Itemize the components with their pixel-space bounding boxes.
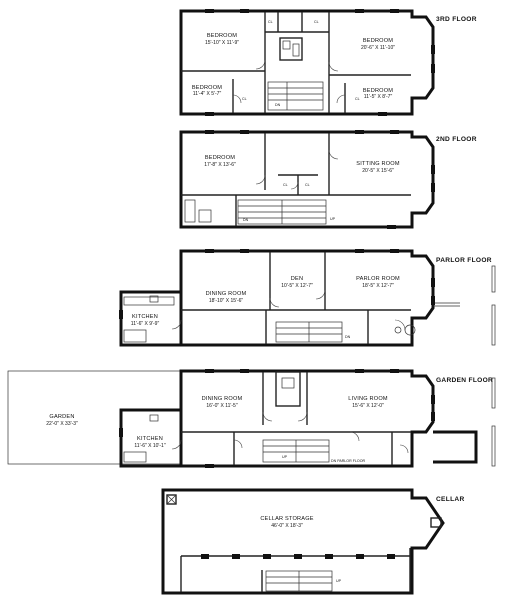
room-dimensions: 11'-5" X 8'-7" [364, 94, 393, 100]
stair-label: UP [330, 217, 336, 221]
room-dimensions: 20'-6" X 11'-10" [361, 45, 395, 51]
stair-label: DN [345, 335, 351, 339]
stair-label: DN [275, 103, 281, 107]
room-dimensions: 11'-6" X 10'-1" [134, 443, 165, 449]
room-name: BEDROOM [363, 38, 393, 44]
closet-label: CL [314, 20, 319, 24]
closet-label: CL [268, 20, 273, 24]
stair-label: UP [336, 579, 342, 583]
third-floor-labels: 3RD FLOOR BEDROOM 15'-10" X 11'-9" BEDRO… [192, 16, 477, 107]
garden-floor-labels: GARDEN FLOOR GARDEN 22'-0" X 33'-3" DINI… [46, 377, 493, 463]
floor-label-3rd: 3RD FLOOR [436, 16, 477, 23]
room-dimensions: 11'-4" X 5'-7" [193, 91, 222, 97]
room-name: BEDROOM [207, 33, 237, 39]
room-name: KITCHEN [132, 314, 158, 320]
room-dimensions: 18'-10" X 15'-6" [209, 298, 244, 304]
room-name: BEDROOM [363, 88, 393, 94]
room-name: DEN [291, 276, 303, 282]
floor-label-garden: GARDEN FLOOR [436, 377, 493, 384]
room-dimensions: 20'-5" X 15'-6" [362, 168, 394, 174]
room-name: CELLAR STORAGE [260, 516, 313, 522]
closet-label: CL [242, 97, 247, 101]
stair-label: DN PARLOR FLOOR [331, 459, 365, 463]
floor-label-2nd: 2ND FLOOR [436, 136, 477, 143]
closet-label: CL [283, 183, 288, 187]
closet-label: CL [355, 97, 360, 101]
second-floor-plan [179, 130, 435, 229]
room-name: PARLOR ROOM [356, 276, 400, 282]
room-dimensions: 10'-5" X 12'-7" [281, 283, 313, 289]
third-floor-plan [179, 9, 435, 116]
room-dimensions: 17'-8" X 13'-6" [204, 162, 236, 168]
room-name: DINING ROOM [206, 291, 247, 297]
room-dimensions: 46'-0" X 18'-3" [271, 523, 303, 529]
room-name: LIVING ROOM [348, 396, 388, 402]
room-dimensions: 15'-10" X 11'-9" [205, 40, 239, 46]
garden-floor-plan [7, 369, 496, 468]
stair-label: UP [282, 455, 288, 459]
room-dimensions: 11'-6" X 9'-9" [131, 321, 160, 327]
cellar-plan [161, 488, 445, 595]
room-name: SITTING ROOM [356, 161, 400, 167]
room-name: DINING ROOM [202, 396, 243, 402]
parlor-floor-plan [119, 249, 496, 347]
second-floor-labels: 2ND FLOOR BEDROOM 17'-8" X 13'-6" SITTIN… [204, 136, 477, 222]
closet-label: CL [305, 183, 310, 187]
cellar-labels: CELLAR CELLAR STORAGE 46'-0" X 18'-3" UP [260, 496, 464, 583]
room-dimensions: 16'-0" X 11'-5" [206, 403, 237, 409]
floor-label-cellar: CELLAR [436, 496, 465, 503]
room-name: GARDEN [49, 414, 74, 420]
room-dimensions: 15'-6" X 12'-0" [352, 403, 384, 409]
garden-area [7, 370, 181, 465]
room-name: KITCHEN [137, 436, 163, 442]
room-name: BEDROOM [205, 155, 235, 161]
room-dimensions: 18'-5" X 12'-7" [362, 283, 394, 289]
stair-label: DN [243, 218, 249, 222]
room-dimensions: 22'-0" X 33'-3" [46, 421, 78, 427]
parlor-floor-labels: PARLOR FLOOR DINING ROOM 18'-10" X 15'-6… [131, 257, 492, 339]
room-name: BEDROOM [192, 85, 222, 91]
floor-label-parlor: PARLOR FLOOR [436, 257, 492, 264]
